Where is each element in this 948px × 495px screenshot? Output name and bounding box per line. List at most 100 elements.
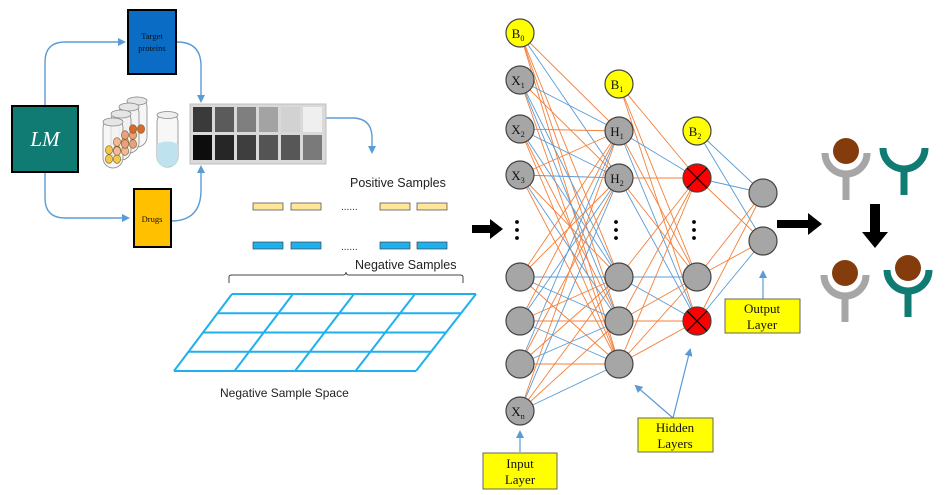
target-proteins-box — [127, 9, 177, 75]
ellipsis-dot — [614, 228, 618, 232]
grid-line — [173, 293, 233, 372]
network-edge — [519, 130, 620, 412]
ligand-top — [833, 138, 859, 164]
positive-sample — [379, 202, 411, 211]
drug-pellet — [113, 137, 121, 147]
connector-lm-to-drugs — [44, 172, 130, 222]
network-edge — [519, 276, 620, 322]
ellipsis-dot — [515, 220, 519, 224]
input-node: X2 — [505, 114, 535, 144]
drug-pellet — [129, 124, 137, 134]
ellipsis-dot — [692, 220, 696, 224]
network-edge — [618, 276, 698, 322]
matrix-cell — [303, 107, 322, 132]
bias-node: B2 — [682, 116, 712, 146]
interaction-matrix — [189, 103, 327, 165]
input-node: Xn — [505, 396, 535, 426]
hidden-node — [682, 262, 712, 292]
output-node — [748, 178, 778, 208]
positive-ellipsis: ...... — [341, 202, 358, 213]
network-edge — [519, 130, 620, 278]
matrix-cell — [281, 107, 300, 132]
connector-lm-to-target — [44, 38, 126, 106]
negative-sample — [416, 241, 448, 250]
matrix-cell — [193, 135, 212, 160]
positive-samples-label: Positive Samples — [350, 176, 446, 190]
matrix-cell — [215, 135, 234, 160]
drug-pellet — [113, 154, 121, 164]
left-panel: LM Target proteins Drugs — [11, 9, 376, 248]
input-layer-label-box — [482, 452, 558, 490]
binding-illustration — [820, 138, 933, 322]
network-edge — [519, 128, 620, 132]
receptor-teal-top — [879, 147, 929, 195]
network-edge — [618, 177, 698, 365]
network-edge — [618, 177, 698, 278]
negative-sample-space-grid — [173, 293, 477, 372]
bias-node: B1 — [604, 69, 634, 99]
network-edge — [519, 177, 620, 322]
target-proteins-label-line2: proteins — [138, 43, 165, 53]
network-edge — [519, 130, 620, 322]
ellipsis-dot — [614, 220, 618, 224]
ellipsis-dot — [515, 236, 519, 240]
negative-sample — [290, 241, 322, 250]
hidden-node — [604, 349, 634, 379]
network-edge — [618, 83, 698, 179]
network-edge — [519, 276, 620, 365]
arrow-down-icon — [862, 204, 888, 248]
ligand-bottom-right — [895, 255, 921, 281]
hidden-label-pointer-2 — [672, 348, 693, 419]
positive-sample-bars — [252, 202, 448, 211]
hidden-label-pointer-1 — [634, 384, 674, 419]
network-edge — [519, 79, 620, 365]
network-edge — [696, 192, 764, 322]
target-proteins-label-line1: Target — [141, 31, 163, 41]
network-edge — [519, 130, 620, 365]
lm-box — [11, 105, 79, 173]
network-edge — [618, 276, 698, 365]
drug-pellet — [105, 145, 113, 155]
negative-samples-label: Negative Samples — [355, 258, 456, 272]
output-layer-label-line1: Output — [744, 301, 781, 316]
network-edge — [618, 83, 698, 278]
network-edge — [618, 130, 698, 179]
dropout-node — [682, 163, 712, 193]
matrix-cell — [215, 107, 234, 132]
output-layer-label-line2: Layer — [747, 317, 778, 332]
hidden-layers-label-box — [637, 417, 714, 453]
input-node — [505, 349, 535, 379]
input-layer-label-line2: Layer — [505, 472, 536, 487]
drug-pellet — [121, 130, 129, 140]
input-node: X3 — [505, 160, 535, 190]
matrix-cell — [281, 135, 300, 160]
hidden-node — [604, 262, 634, 292]
network-edge — [519, 276, 620, 412]
bias-node: B0 — [505, 18, 535, 48]
samples-panel: Positive Samples ...... ...... Negative … — [173, 176, 477, 400]
input-node: X1 — [505, 65, 535, 95]
hidden-layers-label-line2: Layers — [657, 436, 692, 451]
dropout-node — [682, 306, 712, 336]
positive-sample — [252, 202, 284, 211]
matrix-cell — [259, 135, 278, 160]
network-edge — [519, 32, 620, 278]
connector-drugs-to-matrix — [170, 165, 205, 222]
network-edge — [696, 177, 764, 242]
drugs-label: Drugs — [142, 214, 163, 224]
receptor-teal-bottom — [883, 269, 933, 317]
matrix-cell — [193, 107, 212, 132]
network-edge — [519, 320, 620, 412]
negative-sample-space-label: Negative Sample Space — [220, 386, 349, 400]
network-edge — [696, 192, 764, 278]
negative-sample — [379, 241, 411, 250]
drug-pellet — [113, 146, 121, 156]
connector-target-to-matrix — [176, 41, 205, 103]
ellipsis-dot — [692, 228, 696, 232]
network-edge — [519, 32, 620, 132]
network-edge — [519, 79, 620, 278]
matrix-cell — [237, 135, 256, 160]
network-edge — [519, 79, 620, 132]
connector-matrix-to-samples — [326, 117, 376, 154]
network-edge — [519, 128, 620, 322]
